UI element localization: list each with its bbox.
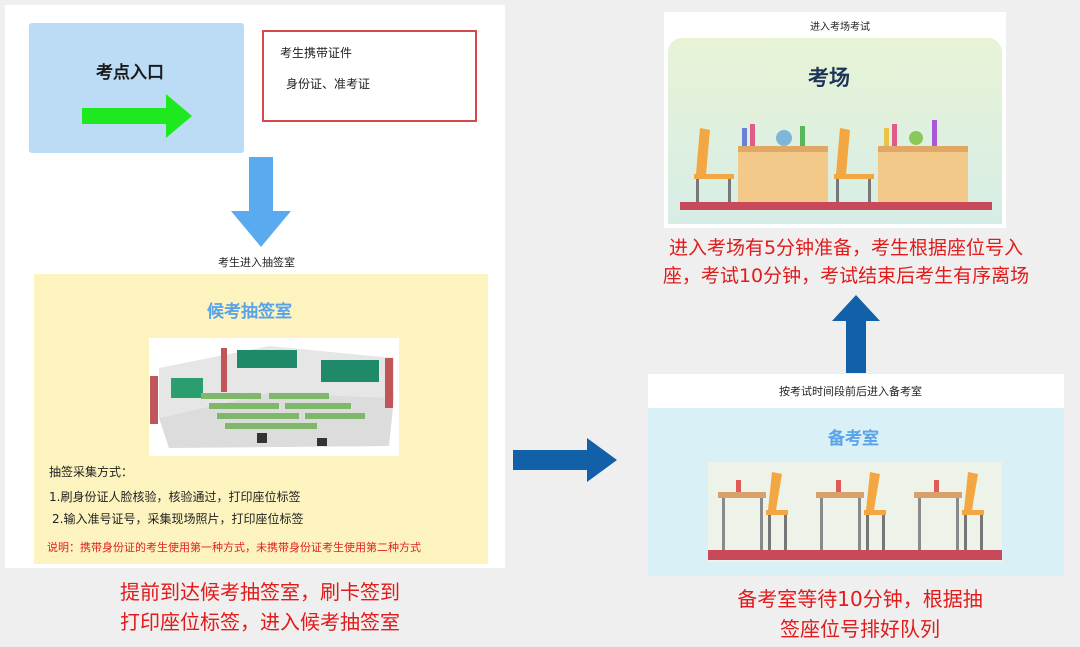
prep-room-illustration (708, 462, 1002, 562)
classroom-illustration (149, 338, 399, 456)
certificate-items: 身份证、准考证 (286, 77, 371, 91)
step1-caption: 考生进入抽签室 (218, 256, 295, 269)
exam-description-line2: 座，考试10分钟，考试结束后考生有序离场 (662, 265, 1030, 287)
up-arrow-icon (832, 295, 880, 373)
entry-title: 考点入口 (96, 63, 164, 83)
prep-room-caption: 按考试时间段前后进入备考室 (779, 385, 922, 398)
methods-heading: 抽签采集方式： (49, 465, 134, 479)
method-2: 2.输入准号证号，采集现场照片，打印座位标签 (52, 512, 304, 526)
right-arrow-icon (513, 438, 617, 482)
certificate-title: 考生携带证件 (280, 46, 353, 60)
exam-room-caption: 进入考场考试 (810, 22, 870, 33)
method-1: 1.刷身份证人脸核验，核验通过，打印座位标签 (49, 490, 301, 504)
green-arrow-icon (82, 94, 192, 138)
lottery-description-line2: 打印座位标签，进入候考抽签室 (120, 610, 400, 634)
certificate-box (262, 30, 477, 122)
exam-room-title: 考场 (808, 66, 850, 90)
down-arrow-icon (231, 157, 291, 247)
exam-room-illustration (680, 120, 992, 210)
prep-room-header-bar (648, 374, 1064, 408)
lottery-note: 说明：携带身份证的考生使用第一种方式，未携带身份证考生使用第二种方式 (47, 541, 421, 554)
prep-description-line2: 签座位号排好队列 (780, 617, 940, 641)
exam-description-line1: 进入考场有5分钟准备，考生根据座位号入 (668, 237, 1024, 259)
entry-box (29, 23, 244, 153)
lottery-description-line1: 提前到达候考抽签室，刷卡签到 (120, 580, 400, 604)
prep-room-title: 备考室 (828, 429, 879, 449)
prep-description-line1: 备考室等待10分钟，根据抽 (737, 587, 983, 611)
lottery-room-title: 候考抽签室 (207, 302, 292, 322)
